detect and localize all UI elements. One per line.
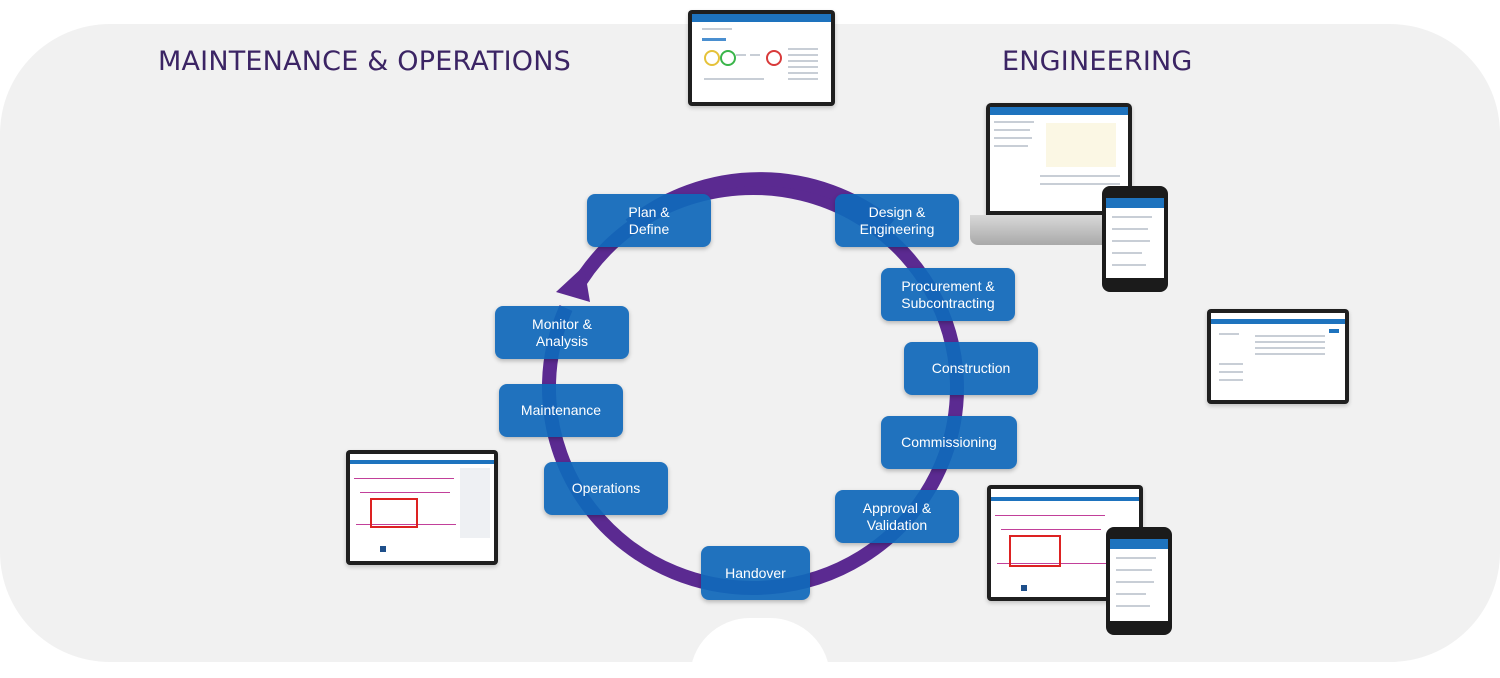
text-line: [1112, 228, 1148, 230]
app-header-bar: [1106, 198, 1164, 208]
workflow-diagram: [1046, 123, 1116, 167]
table-row: [1255, 341, 1325, 343]
text-line: [1219, 333, 1239, 335]
text-line: [1116, 581, 1154, 583]
text-line: [1219, 379, 1243, 381]
text-line: [994, 137, 1032, 139]
table-row: [1255, 335, 1325, 337]
text-line: [1040, 175, 1120, 177]
text-line: [1040, 183, 1120, 185]
app-header-bar: [1211, 319, 1345, 324]
text-line: [1116, 569, 1152, 571]
stage-design-engineering[interactable]: Design & Engineering: [835, 194, 959, 247]
text-line: [1112, 264, 1146, 266]
text-line: [750, 54, 760, 56]
drawing-line: [356, 524, 456, 525]
text-line: [788, 60, 818, 62]
text-line: [1112, 216, 1152, 218]
text-line: [702, 28, 732, 30]
stage-maintenance[interactable]: Maintenance: [499, 384, 623, 437]
app-header-bar: [1110, 539, 1168, 549]
tablet-table: [1207, 309, 1349, 404]
laptop-workflow: [986, 103, 1132, 215]
drawing-line: [997, 563, 1107, 564]
text-line: [1116, 557, 1156, 559]
stage-commissioning[interactable]: Commissioning: [881, 416, 1017, 469]
highlight-region: [370, 498, 418, 528]
arrow-head-icon: [556, 266, 590, 302]
text-line: [1112, 240, 1150, 242]
app-header-bar: [991, 497, 1139, 501]
text-line: [788, 48, 818, 50]
action-button: [1329, 329, 1339, 333]
engineering-title: ENGINEERING: [1002, 46, 1193, 77]
gauge-red-icon: [766, 50, 782, 66]
text-line: [1112, 252, 1142, 254]
text-line: [1219, 371, 1243, 373]
drawing-line: [354, 478, 454, 479]
table-screen: [1211, 313, 1345, 400]
app-header-bar: [692, 14, 831, 22]
toolbar-button: [1021, 585, 1027, 591]
phone-engineering: [1102, 186, 1168, 292]
maintenance-operations-title: MAINTENANCE & OPERATIONS: [158, 46, 571, 77]
stage-operations[interactable]: Operations: [544, 462, 668, 515]
tablet-drawing-left: [346, 450, 498, 565]
dashboard-tablet: [688, 10, 835, 106]
text-line: [704, 78, 764, 80]
text-line: [1219, 363, 1243, 365]
table-row: [1255, 353, 1325, 355]
phone-bottom: [1106, 527, 1172, 635]
text-line: [1116, 605, 1150, 607]
drawing-line: [995, 515, 1105, 516]
stage-construction[interactable]: Construction: [904, 342, 1038, 395]
text-line: [702, 38, 726, 41]
stage-plan-define[interactable]: Plan & Define: [587, 194, 711, 247]
phone-screen: [1106, 198, 1164, 278]
stage-handover[interactable]: Handover: [701, 546, 810, 600]
side-panel: [460, 468, 490, 538]
table-row: [1255, 347, 1325, 349]
text-line: [788, 72, 818, 74]
stage-approval-validation[interactable]: Approval & Validation: [835, 490, 959, 543]
app-header-bar: [350, 460, 494, 464]
stage-procurement-subcontracting[interactable]: Procurement & Subcontracting: [881, 268, 1015, 321]
text-line: [994, 129, 1030, 131]
drawing-line: [1001, 529, 1101, 530]
text-line: [788, 54, 818, 56]
text-line: [1116, 593, 1146, 595]
phone-screen: [1110, 539, 1168, 621]
stage-monitor-analysis[interactable]: Monitor & Analysis: [495, 306, 629, 359]
text-line: [788, 66, 818, 68]
dashboard-screen: [692, 14, 831, 102]
drawing-line: [360, 492, 450, 493]
toolbar-button: [380, 546, 386, 552]
app-header-bar: [990, 107, 1128, 115]
text-line: [788, 78, 818, 80]
text-line: [736, 54, 746, 56]
text-line: [994, 121, 1034, 123]
drawing-screen: [350, 454, 494, 561]
text-line: [994, 145, 1028, 147]
gauge-green-icon: [720, 50, 736, 66]
gauge-yellow-icon: [704, 50, 720, 66]
highlight-region: [1009, 535, 1061, 567]
